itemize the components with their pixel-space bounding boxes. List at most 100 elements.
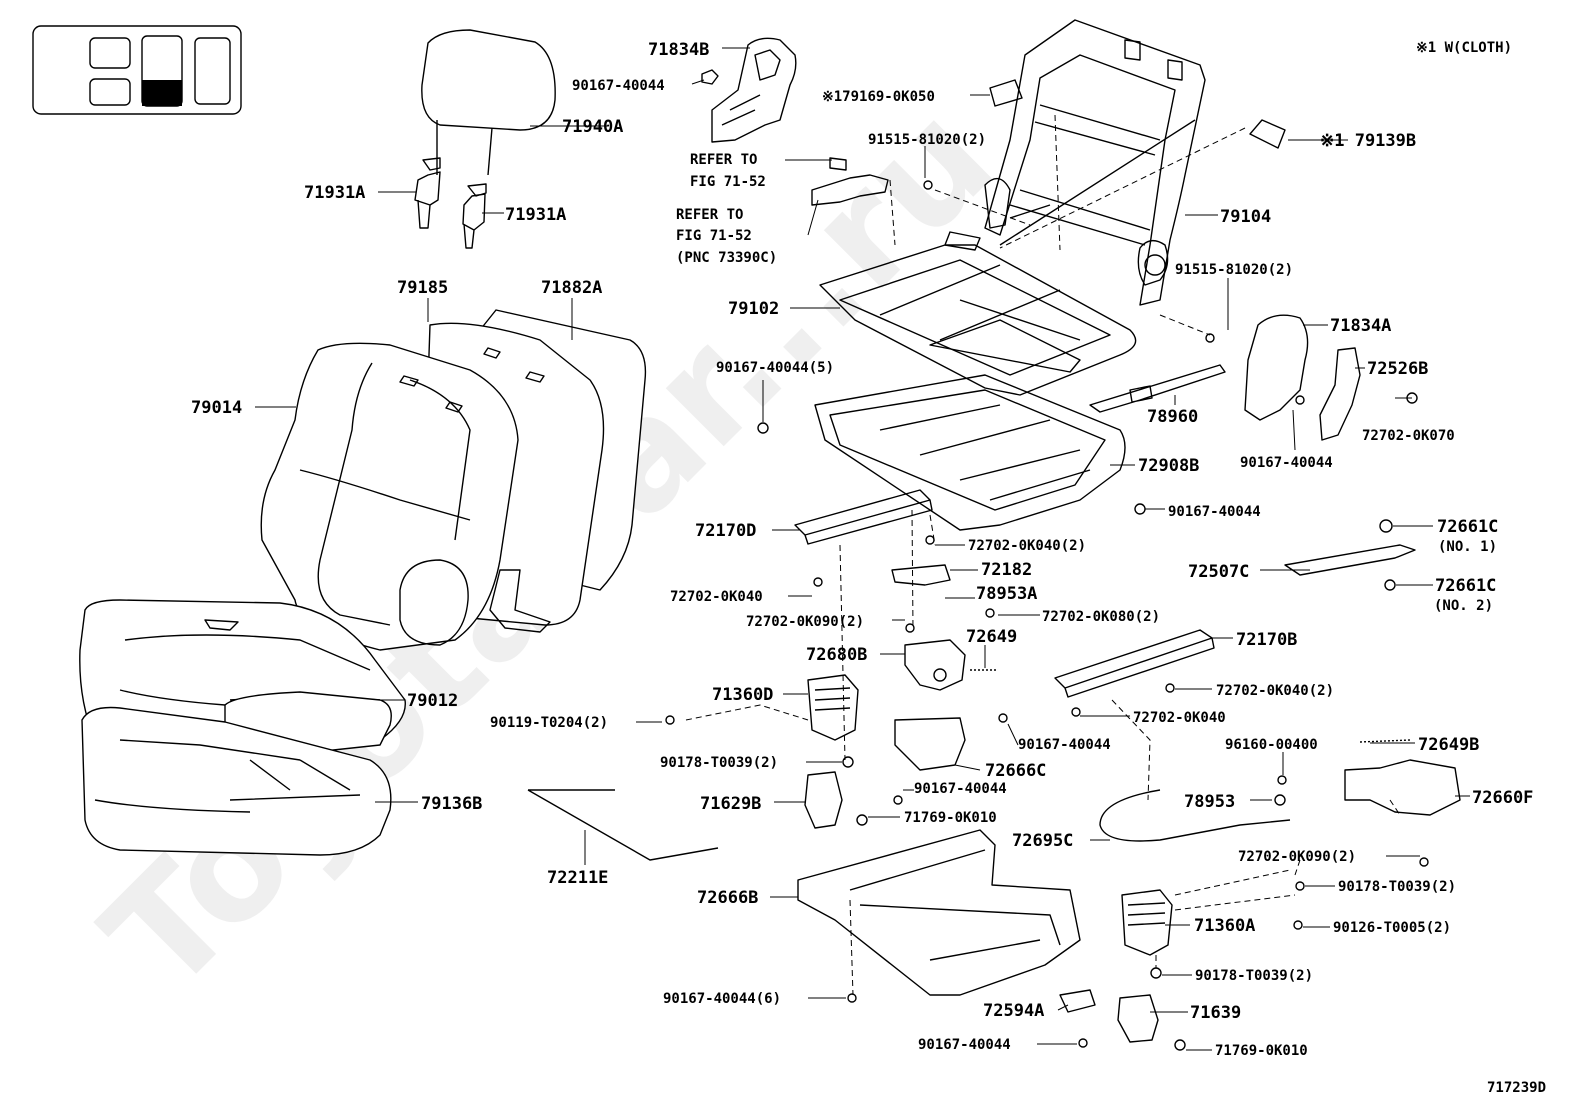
hinge-71360D-drawing [807,674,859,741]
label-72660F: 72660F [1472,788,1533,808]
label-72594A: 72594A [983,1001,1044,1021]
svg-text:FIG 71-52: FIG 71-52 [690,174,766,190]
label-72170D: 72170D [695,521,756,541]
label-72702-0K040-b: 72702-0K040 [1133,710,1226,726]
label-90167-40044-b: 90167-40044 [1240,455,1333,471]
svg-text:(PNC 73390C): (PNC 73390C) [676,250,777,266]
assembly-dashed-lines [685,114,1401,996]
label-90119-T0204: 90119-T0204(2) [490,715,608,731]
leader-lines [255,47,1470,1051]
svg-text:FIG 71-52: FIG 71-52 [676,228,752,244]
label-90167-40044-d: 90167-40044 [1018,737,1111,753]
label-71940A: 71940A [562,117,623,137]
label-71639: 71639 [1190,1003,1241,1023]
strap-78960-drawing [1089,364,1226,413]
rod-72211E-drawing [527,789,719,861]
label-72702-0K040-a: 72702-0K040 [670,589,763,605]
label-71360A: 71360A [1194,916,1255,936]
label-79139B: ※1 79139B [1320,131,1416,151]
label-91515-81020-a: 91515-81020(2) [868,132,986,148]
svg-text:REFER TO: REFER TO [690,152,757,168]
label-72666C: 72666C [985,761,1046,781]
figure-number: 717239D [1487,1080,1546,1096]
label-71769-0K010-b: 71769-0K010 [1215,1043,1308,1059]
label-90167-40044-5: 90167-40044(5) [716,360,834,376]
cover-72666C-drawing [894,717,966,771]
label-90167-40044-6: 90167-40044(6) [663,991,781,1007]
label-72182: 72182 [981,560,1032,580]
label-72702-0K080: 72702-0K080(2) [1042,609,1160,625]
label-72680B: 72680B [806,645,867,665]
label-72702-0K040-2a: 72702-0K040(2) [968,538,1086,554]
label-71360D: 71360D [712,685,773,705]
label-79102: 79102 [728,299,779,319]
label-78953: 78953 [1184,792,1235,812]
cover-72526B-drawing [1319,347,1361,441]
label-71834A: 71834A [1330,316,1391,336]
label-72649: 72649 [966,627,1017,647]
label-90178-T0039-a: 90178-T0039(2) [660,755,778,771]
label-72661C-no2-note: (NO. 2) [1434,598,1493,614]
label-79104: 79104 [1220,207,1271,227]
cushion-frame-drawing [819,231,1137,396]
label-72507C: 72507C [1188,562,1249,582]
headrest-part-drawing [414,29,556,249]
bracket-refer-drawing [811,157,889,206]
cover-71834A-drawing [1244,314,1309,421]
label-71931A-left: 71931A [304,183,365,203]
label-78960: 78960 [1147,407,1198,427]
label-79136B: 79136B [421,794,482,814]
cable-72695C-drawing [1099,789,1291,842]
bolt-icons [665,180,1429,1051]
label-72702-0K040-2b: 72702-0K040(2) [1216,683,1334,699]
hinge-71360A-drawing [1121,889,1173,956]
label-72661C-no1-note: (NO. 1) [1438,539,1497,555]
seatback-frame-drawing [984,19,1206,306]
lock-72660F-drawing [1344,739,1461,816]
lock-72680B-drawing [904,639,998,691]
label-72661C-no2: 72661C [1435,576,1496,596]
cover-72666B-drawing [797,829,1081,996]
label-72702-0K090-a: 72702-0K090(2) [746,614,864,630]
seat-position-key-icon [32,25,242,115]
lever-72507C-drawing [1284,544,1416,576]
label-90178-T0039-b: 90178-T0039(2) [1338,879,1456,895]
label-72649B: 72649B [1418,735,1479,755]
label-72170B: 72170B [1236,630,1297,650]
label-90167-40044-c: 90167-40044 [1168,504,1261,520]
label-71769-0K010-a: 71769-0K010 [904,810,997,826]
label-72211E: 72211E [547,868,608,888]
label-79012: 79012 [407,691,458,711]
svg-text:REFER TO: REFER TO [676,207,743,223]
label-72695C: 72695C [1012,831,1073,851]
cushion-pan-drawing [814,374,1126,531]
label-71931A-right: 71931A [505,205,566,225]
label-72702-0K090-b: 72702-0K090(2) [1238,849,1356,865]
label-90126-T0005: 90126-T0005(2) [1333,920,1451,936]
label-72526B: 72526B [1367,359,1428,379]
label-90167-40044-a: 90167-40044 [572,78,665,94]
cover-71629B-drawing [804,771,843,829]
label-179169-0K050: ※179169-0K050 [822,89,935,105]
label-72666B: 72666B [697,888,758,908]
label-72661C-no1: 72661C [1437,517,1498,537]
refer-note-2: REFER TO FIG 71-52 (PNC 73390C) [676,207,777,266]
tag-79139B-drawing [1249,119,1286,149]
cover-71639-drawing [1117,994,1159,1043]
refer-note-1: REFER TO FIG 71-52 [690,152,766,190]
label-72908B: 72908B [1138,456,1199,476]
label-72702-0K070: 72702-0K070 [1362,428,1455,444]
label-90167-40044-e: 90167-40044 [914,781,1007,797]
seat-track-72170B-drawing [1054,629,1215,698]
cloth-note: ※1 W(CLOTH) [1416,40,1512,56]
label-71629B: 71629B [700,794,761,814]
tag-179169-drawing [989,79,1023,107]
seat-track-72170D-drawing [794,489,933,545]
label-71834B: 71834B [648,40,709,60]
seat-back-parts-drawing [260,309,647,651]
label-91515-81020-b: 91515-81020(2) [1175,262,1293,278]
label-79185: 79185 [397,278,448,298]
cover-72594A-drawing [1059,989,1096,1013]
cover-71834B-drawing [701,37,797,143]
